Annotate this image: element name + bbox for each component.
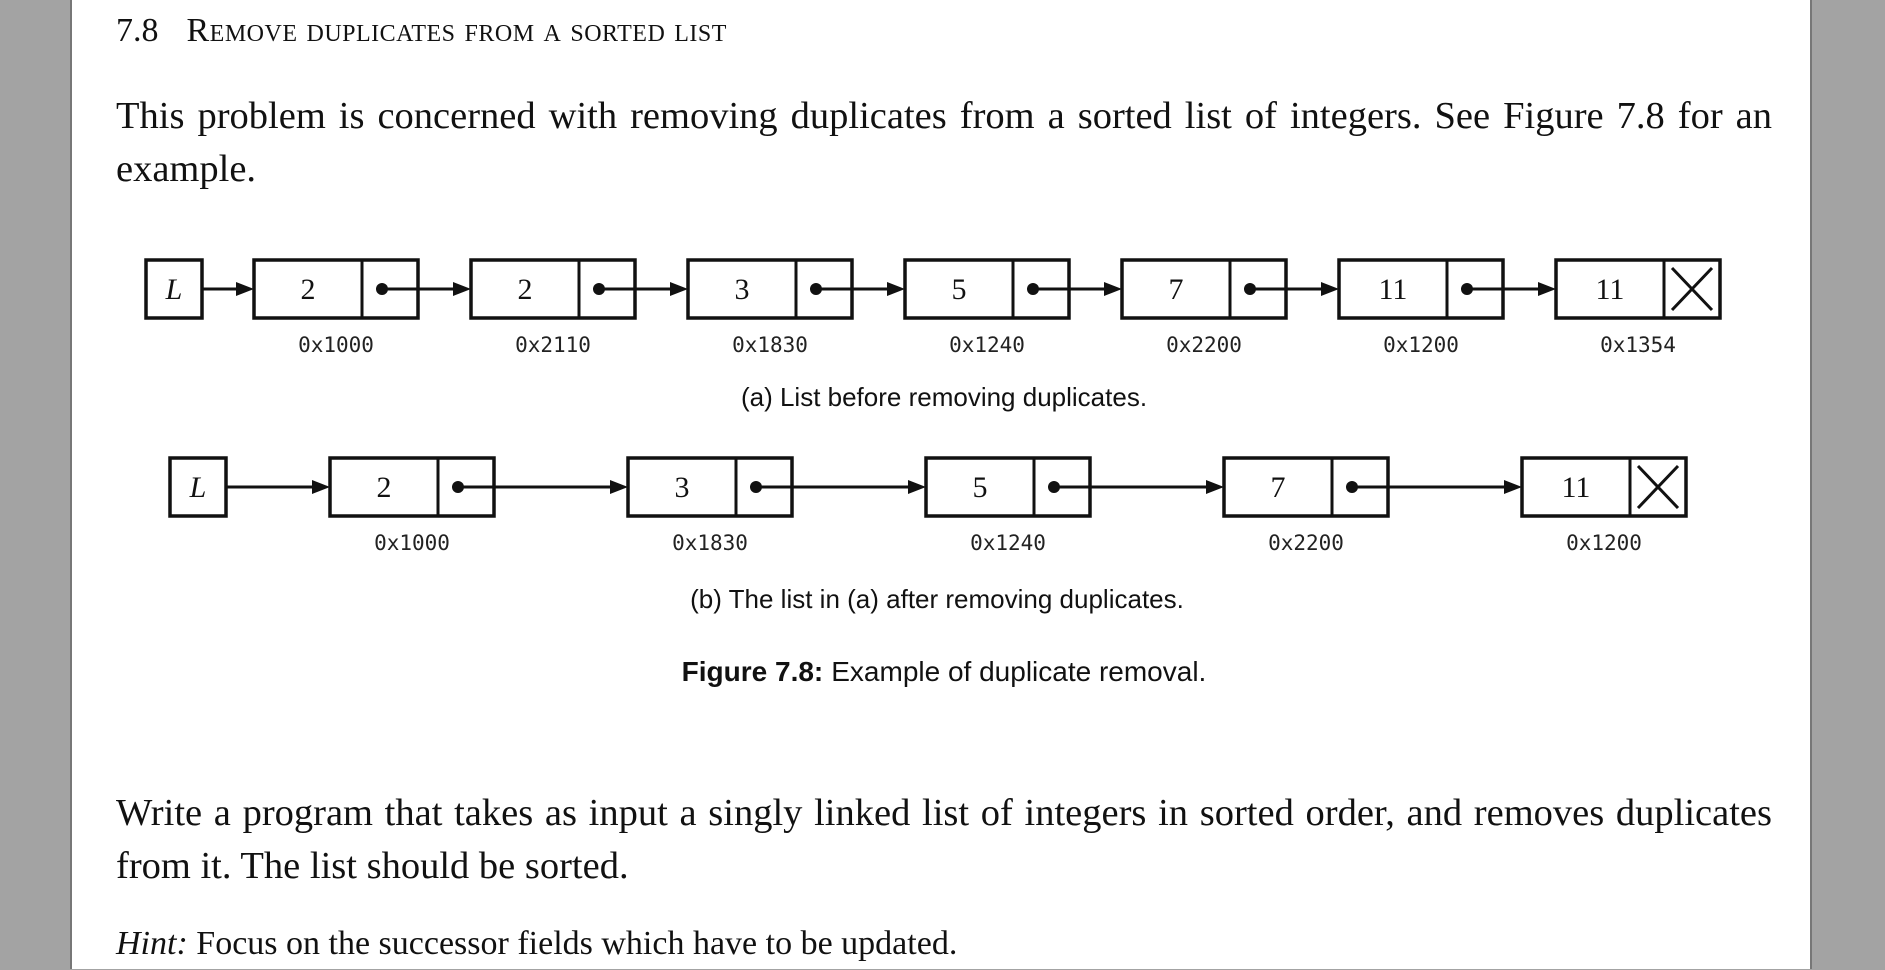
next-pointer-arrowhead (908, 480, 926, 494)
list-b-head-arrow-arrowhead (312, 480, 330, 494)
list-a-node: 5 0x1240 (903, 258, 1122, 357)
list-b-caption: (b) The list in (a) after removing dupli… (690, 584, 1184, 614)
list-a-node: 11 0x1354 (1554, 258, 1722, 357)
list-a-head-box (144, 258, 204, 320)
next-pointer-arrowhead (1206, 480, 1224, 494)
node-address: 0x2200 (1268, 531, 1344, 555)
next-pointer-arrowhead (610, 480, 628, 494)
node-value: 2 (377, 471, 392, 504)
next-pointer-arrowhead (670, 282, 688, 296)
section-heading: 7.8 Remove duplicates from a sorted list (116, 12, 727, 50)
figure-caption: Figure 7.8:Example of duplicate removal. (682, 656, 1207, 687)
list-b-diagram: L 2 0x1000 3 0x1830 5 0x1240 7 0x2200 11 0x1200 (168, 456, 1688, 555)
hint-label: Hint: (116, 925, 188, 962)
list-a-node: 7 0x2200 (1120, 258, 1339, 357)
next-pointer-arrowhead (1321, 282, 1339, 296)
list-b-node: 11 0x1200 (1520, 456, 1688, 555)
node-address: 0x1000 (298, 333, 374, 357)
node-address: 0x1830 (672, 531, 748, 555)
node-value: 5 (973, 471, 988, 504)
node-value: 11 (1596, 273, 1625, 306)
list-b-node: 2 0x1000 (328, 456, 628, 555)
next-pointer-arrowhead (887, 282, 905, 296)
problem-statement: Write a program that takes as input a si… (116, 792, 1772, 887)
node-value: 11 (1562, 471, 1591, 504)
figure-caption-text: Example of duplicate removal. (831, 656, 1206, 687)
node-address: 0x1240 (949, 333, 1025, 357)
node-value: 7 (1271, 471, 1286, 504)
node-value: 2 (301, 273, 316, 306)
list-b-node: 7 0x2200 (1222, 456, 1522, 555)
node-address: 0x1000 (374, 531, 450, 555)
list-a-diagram: L 2 0x1000 2 0x2110 3 0x1830 5 0x1240 7 0x2200 11 0x… (144, 258, 1722, 357)
node-value: 3 (735, 273, 750, 306)
intro-paragraph: This problem is concerned with removing … (116, 95, 1772, 190)
next-pointer-arrowhead (453, 282, 471, 296)
node-box (1520, 456, 1688, 518)
section-number: 7.8 (116, 12, 159, 49)
next-pointer-arrowhead (1104, 282, 1122, 296)
node-box (1554, 258, 1722, 320)
null-cross-b (1636, 464, 1680, 510)
section-title: Remove duplicates from a sorted list (186, 12, 727, 49)
list-b-node: 3 0x1830 (626, 456, 926, 555)
list-b-head-box (168, 456, 228, 518)
hint-paragraph: Hint: Focus on the successor fields whic… (116, 917, 1772, 970)
list-a-head-label: L (165, 273, 183, 306)
list-a-node: 2 0x1000 (252, 258, 471, 357)
list-b-node: 5 0x1240 (924, 456, 1224, 555)
node-value: 2 (518, 273, 533, 306)
node-value: 11 (1379, 273, 1408, 306)
list-a-node: 11 0x1200 (1337, 258, 1556, 357)
next-pointer-arrowhead (1538, 282, 1556, 296)
node-address: 0x1200 (1383, 333, 1459, 357)
node-address: 0x1830 (732, 333, 808, 357)
null-cross-b (1670, 266, 1714, 312)
node-value: 3 (675, 471, 690, 504)
node-value: 7 (1169, 273, 1184, 306)
node-value: 5 (952, 273, 967, 306)
hint-text: Focus on the successor fields which have… (196, 925, 958, 962)
node-address: 0x2110 (515, 333, 591, 357)
node-address: 0x2200 (1166, 333, 1242, 357)
list-a-node: 2 0x2110 (469, 258, 688, 357)
node-box (686, 258, 854, 320)
figure-caption-label: Figure 7.8: (682, 656, 824, 687)
node-address: 0x1354 (1600, 333, 1676, 357)
list-a-node: 3 0x1830 (686, 258, 905, 357)
figure-7-8: L 2 0x1000 2 0x2110 3 0x1830 5 0x1240 7 0x2200 11 0x… (144, 258, 1722, 687)
list-b-head-label: L (189, 471, 207, 504)
node-address: 0x1200 (1566, 531, 1642, 555)
list-a-caption: (a) List before removing duplicates. (741, 382, 1147, 412)
next-pointer-arrowhead (1504, 480, 1522, 494)
node-address: 0x1240 (970, 531, 1046, 555)
list-a-head-arrow-arrowhead (236, 282, 254, 296)
